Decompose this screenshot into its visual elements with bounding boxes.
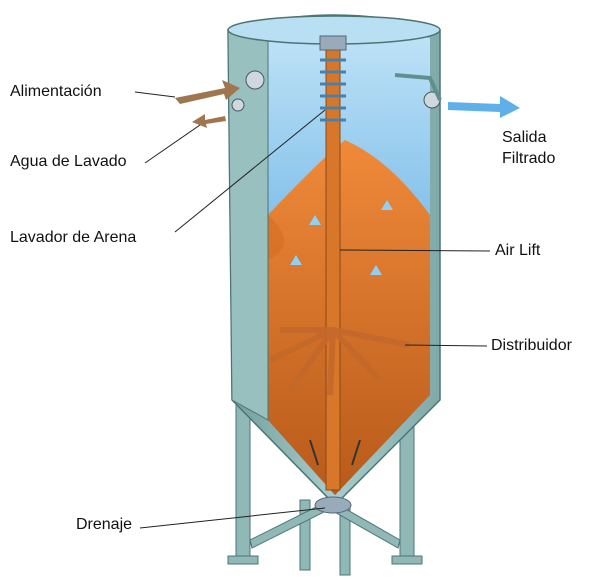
label-air-lift: Air Lift [495,242,541,259]
label-distributor: Distribuidor [491,337,572,354]
outlet-arrow [448,96,520,118]
sand-washer-coil [320,58,346,122]
drain-fitting [314,496,352,514]
feed-arrow [175,80,240,104]
label-outlet-1: Salida [502,129,547,146]
label-outlet-2: Filtrado [502,150,556,167]
support-legs [227,399,423,576]
label-sand-washer: Lavador de Arena [10,229,137,246]
wash-water-arrow [192,114,226,128]
drain-arrows [309,439,361,466]
feed-nozzle [245,70,265,90]
label-feed: Alimentación [10,83,102,100]
label-drain: Drenaje [76,516,133,533]
leader-lines [134,91,491,529]
label-wash-water: Agua de Lavado [10,153,127,170]
sand-bed [268,140,430,495]
upflow-arrows [290,200,393,275]
distributor-arms [268,327,411,396]
